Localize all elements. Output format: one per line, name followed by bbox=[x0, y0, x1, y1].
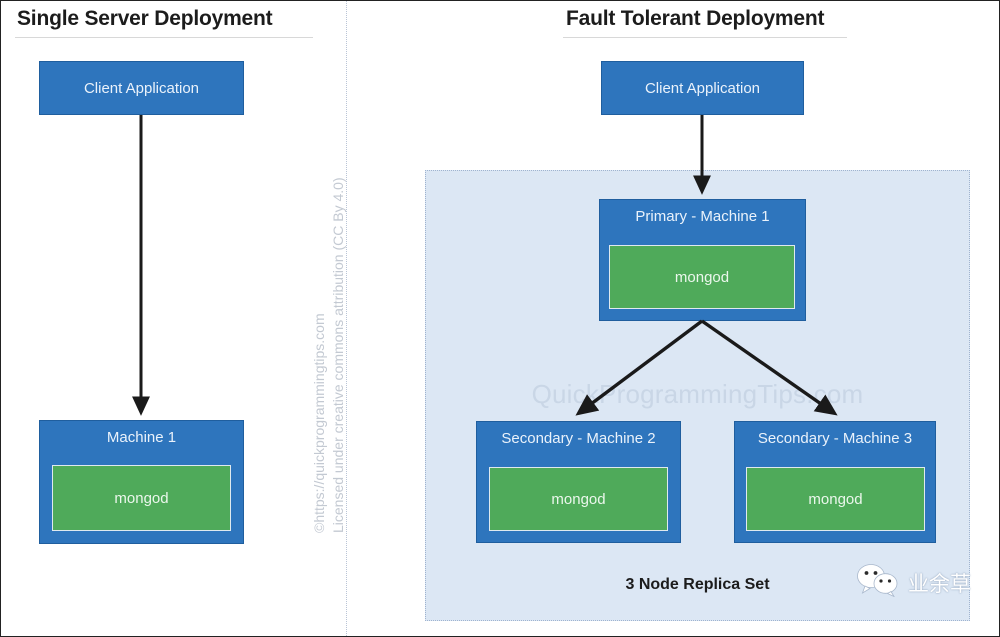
secondary-machine-3-label: Secondary - Machine 3 bbox=[757, 430, 913, 447]
secondary-machine-2-mongod-label: mongod bbox=[551, 490, 606, 508]
right-client-application-label: Client Application bbox=[644, 79, 761, 97]
left-title-divider bbox=[15, 37, 313, 38]
right-title-divider bbox=[563, 37, 847, 38]
replica-set-caption: 3 Node Replica Set bbox=[625, 576, 770, 593]
left-machine-1-mongod-process: mongod bbox=[52, 465, 231, 531]
left-machine-1-label: Machine 1 bbox=[106, 429, 177, 446]
left-panel-title: Single Server Deployment bbox=[17, 7, 273, 30]
wechat-account-name: 业余草 bbox=[908, 572, 971, 596]
secondary-machine-2-mongod-process: mongod bbox=[489, 467, 668, 531]
secondary-machine-3-mongod-label: mongod bbox=[808, 490, 863, 508]
primary-machine-1-mongod-process: mongod bbox=[609, 245, 795, 309]
attribution-url-text: ©https://quickprogrammingtips.com bbox=[311, 313, 327, 533]
left-machine-1-mongod-label: mongod bbox=[114, 489, 169, 507]
right-panel-title: Fault Tolerant Deployment bbox=[566, 7, 825, 30]
left-client-application-label: Client Application bbox=[83, 79, 200, 97]
secondary-machine-2-label: Secondary - Machine 2 bbox=[501, 430, 656, 447]
watermark-text: QuickProgrammingTips.com bbox=[531, 379, 864, 409]
primary-machine-1-mongod-label: mongod bbox=[674, 268, 730, 286]
attribution-license-text: Licensed under creative commons attribut… bbox=[330, 177, 346, 533]
right-client-application-node: Client Application bbox=[601, 61, 804, 115]
wechat-icon bbox=[856, 563, 900, 602]
primary-machine-1-label: Primary - Machine 1 bbox=[635, 208, 770, 225]
secondary-machine-3-mongod-process: mongod bbox=[746, 467, 925, 531]
wechat-badge: 业余草 bbox=[856, 563, 971, 602]
left-client-application-node: Client Application bbox=[39, 61, 244, 115]
panel-divider bbox=[346, 1, 347, 636]
